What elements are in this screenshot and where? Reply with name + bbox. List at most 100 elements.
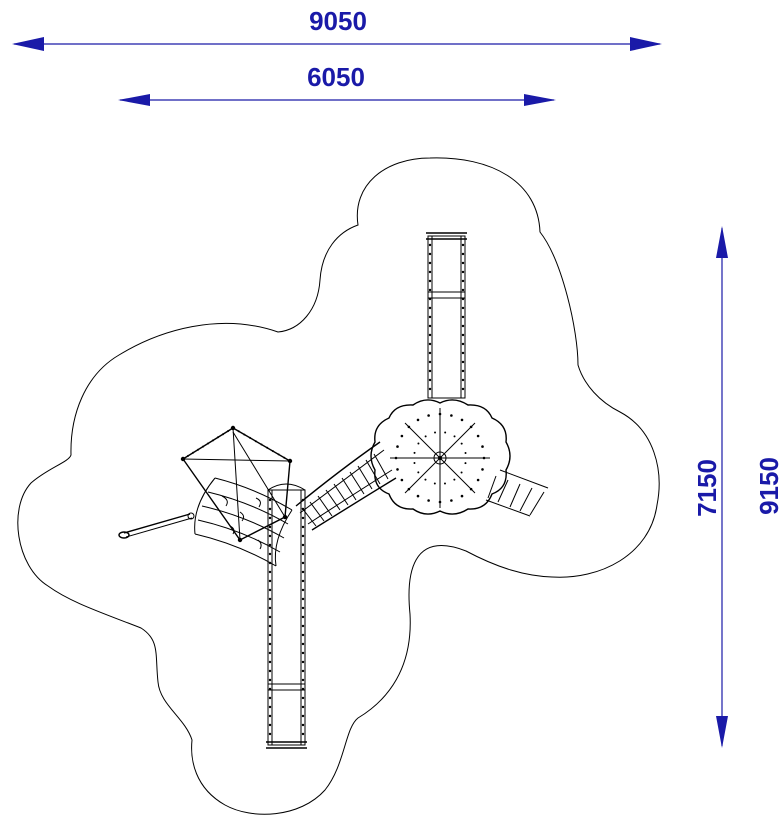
rivet xyxy=(461,369,465,373)
dimension-label-overall-width: 9050 xyxy=(309,6,367,36)
tower-ladder xyxy=(485,469,549,517)
rivet xyxy=(301,687,305,691)
rivet xyxy=(282,514,288,520)
rivet xyxy=(301,624,305,628)
rivet xyxy=(268,615,272,619)
rivet xyxy=(424,478,427,481)
rivet xyxy=(413,451,416,454)
rivet xyxy=(428,315,432,319)
rivet xyxy=(453,478,456,481)
rivet xyxy=(289,460,291,462)
rivet xyxy=(424,435,427,438)
rivet xyxy=(428,252,432,256)
rivet xyxy=(461,333,465,337)
rivet xyxy=(428,288,432,292)
rivet xyxy=(268,723,272,727)
rivet xyxy=(268,516,272,520)
rivet xyxy=(461,387,465,391)
rivet xyxy=(400,434,404,438)
dimension-overall-depth: 9150 xyxy=(754,457,779,515)
pole-bar xyxy=(118,512,195,539)
rivet xyxy=(461,315,465,319)
rivet xyxy=(460,494,464,498)
rivet xyxy=(469,425,473,429)
rivet xyxy=(254,440,257,443)
rivet xyxy=(428,261,432,265)
safety-zone-outline xyxy=(17,157,660,815)
rivet xyxy=(301,669,305,673)
rivet xyxy=(268,525,272,529)
rivet xyxy=(268,705,272,709)
rivet xyxy=(268,570,272,574)
rivet xyxy=(268,669,272,673)
rivet xyxy=(461,351,465,355)
rivets xyxy=(180,243,486,736)
rivet xyxy=(450,499,453,502)
rivet xyxy=(428,351,432,355)
rivet xyxy=(461,288,465,292)
rivet xyxy=(428,333,432,337)
rivet xyxy=(396,445,399,448)
rivet xyxy=(301,678,305,682)
rivet xyxy=(268,624,272,628)
rivet xyxy=(268,687,272,691)
rivet xyxy=(481,468,484,471)
rivet xyxy=(400,478,404,482)
rivet xyxy=(428,369,432,373)
lower-slide xyxy=(266,483,307,749)
rivet xyxy=(461,270,465,274)
rivet xyxy=(433,482,436,485)
rivet xyxy=(464,452,467,455)
rivet xyxy=(207,442,209,445)
rivet xyxy=(453,435,456,438)
rivet xyxy=(461,252,465,256)
octagonal-platform xyxy=(370,399,511,515)
rivet xyxy=(301,723,305,727)
rivet xyxy=(417,471,420,474)
rivet xyxy=(268,543,272,547)
dimension-label-overall-depth: 9150 xyxy=(754,457,779,515)
rivet xyxy=(301,597,305,601)
rivet xyxy=(268,633,272,637)
rivet xyxy=(461,342,465,346)
rivet xyxy=(301,579,305,583)
rivet xyxy=(461,378,465,382)
rivet xyxy=(428,279,432,283)
rivet xyxy=(266,446,269,449)
rivet xyxy=(301,606,305,610)
rivet xyxy=(249,436,252,439)
rivet xyxy=(227,430,229,433)
rivet xyxy=(476,478,480,482)
dimension-label-equipment-width: 6050 xyxy=(307,62,365,92)
rivet xyxy=(301,561,305,565)
dimension-label-equipment-depth: 7150 xyxy=(692,459,722,517)
rivet xyxy=(283,456,286,459)
rivet xyxy=(222,433,224,436)
rivet xyxy=(476,434,480,438)
rivet xyxy=(428,378,432,382)
rivet xyxy=(301,570,305,574)
rivet xyxy=(301,507,305,511)
rivet xyxy=(428,270,432,274)
rivet xyxy=(268,498,272,502)
dimension-overall-width: 9050 xyxy=(12,6,662,51)
rivet xyxy=(428,297,432,301)
rivet xyxy=(268,732,272,736)
rivet xyxy=(301,498,305,502)
rivet xyxy=(461,243,465,247)
rivet xyxy=(268,696,272,700)
rivet xyxy=(187,454,189,457)
rivet xyxy=(301,732,305,736)
rivet xyxy=(182,458,184,460)
rivet xyxy=(464,462,467,465)
bridge-planks xyxy=(301,453,389,527)
rivet xyxy=(271,450,274,453)
rivet xyxy=(301,552,305,556)
rivet xyxy=(212,439,214,442)
rivet xyxy=(277,453,280,456)
rivet xyxy=(482,456,486,460)
rivet xyxy=(237,430,240,433)
rivet xyxy=(268,678,272,682)
rivet xyxy=(243,433,246,436)
